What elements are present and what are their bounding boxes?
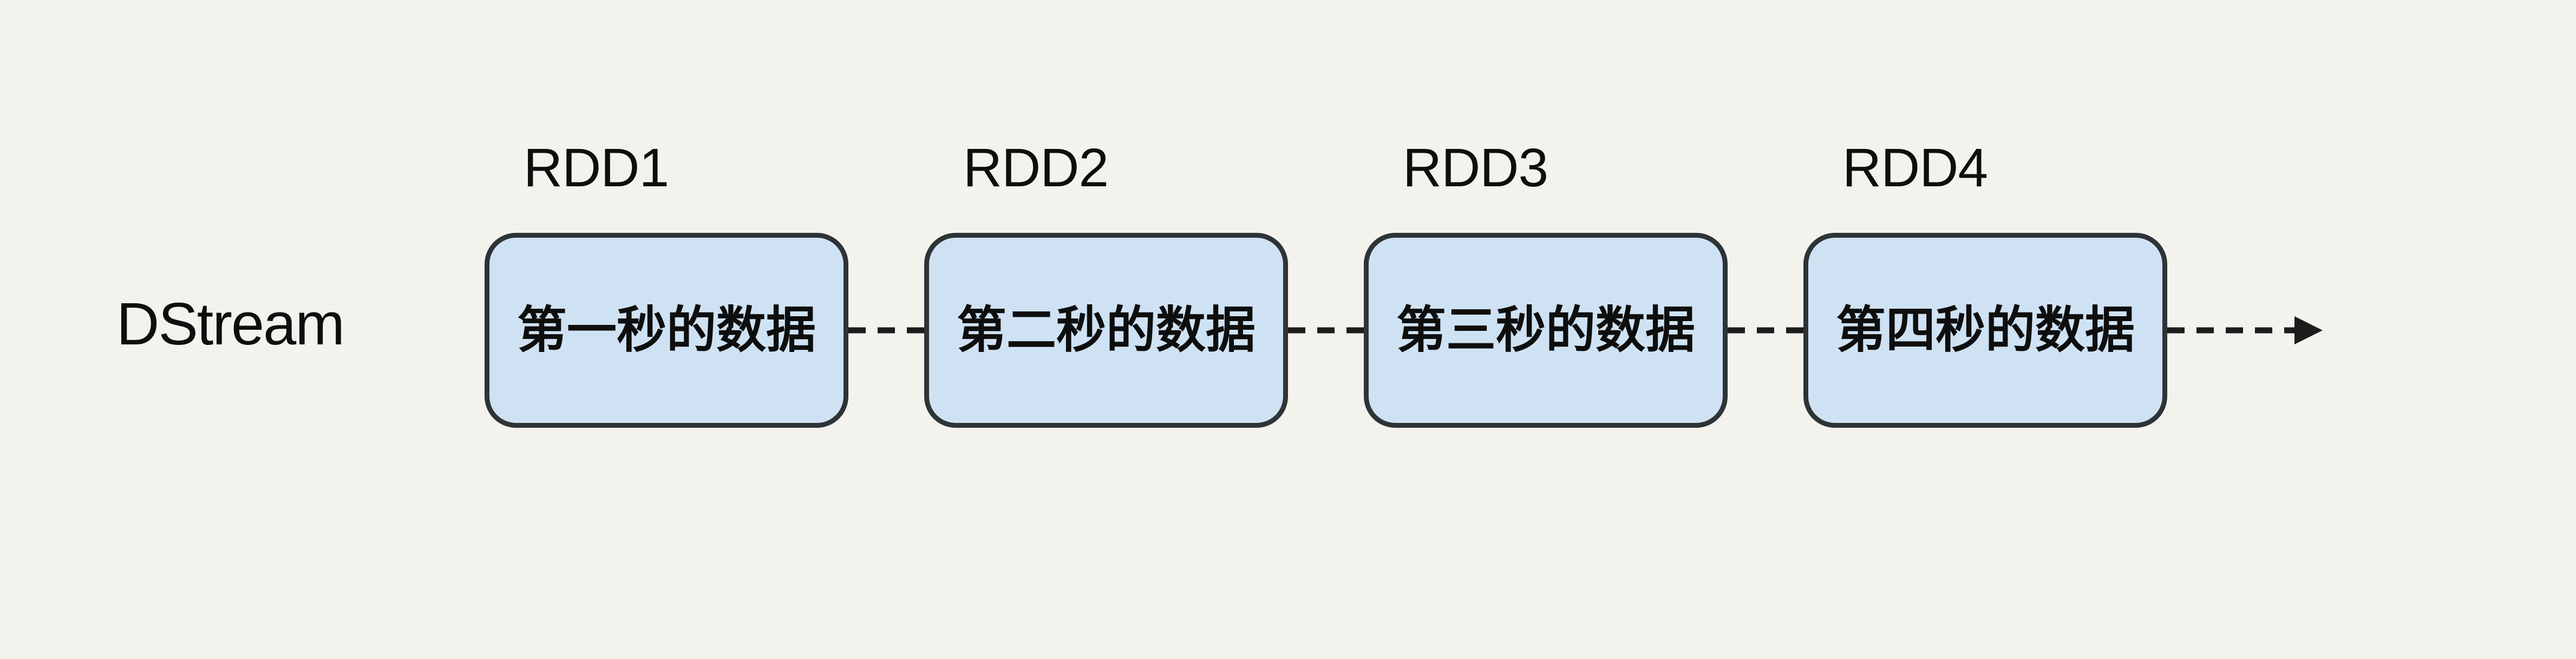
rdd-unit-4: RDD4 第四秒的数据 bbox=[1803, 0, 2167, 659]
rdd4-label: RDD4 bbox=[1842, 138, 1988, 198]
rdd3-label: RDD3 bbox=[1402, 138, 1548, 198]
rdd1-box-text: 第一秒的数据 bbox=[516, 303, 816, 358]
rdd2-label: RDD2 bbox=[963, 138, 1109, 198]
rdd3-box: 第三秒的数据 bbox=[1364, 233, 1728, 428]
rdd-unit-2: RDD2 第二秒的数据 bbox=[924, 0, 1288, 659]
dstream-label: DStream bbox=[116, 291, 345, 357]
rdd1-label: RDD1 bbox=[523, 138, 669, 198]
rdd3-box-text: 第三秒的数据 bbox=[1396, 303, 1695, 358]
rdd-unit-3: RDD3 第三秒的数据 bbox=[1364, 0, 1728, 659]
rdd-unit-1: RDD1 第一秒的数据 bbox=[485, 0, 848, 659]
rdd4-box: 第四秒的数据 bbox=[1803, 233, 2167, 428]
arrowhead-icon bbox=[2294, 316, 2323, 344]
rdd2-box-text: 第二秒的数据 bbox=[956, 303, 1256, 358]
rdd4-box-text: 第四秒的数据 bbox=[1835, 303, 2135, 358]
rdd2-box: 第二秒的数据 bbox=[924, 233, 1288, 428]
rdd1-box: 第一秒的数据 bbox=[485, 233, 848, 428]
